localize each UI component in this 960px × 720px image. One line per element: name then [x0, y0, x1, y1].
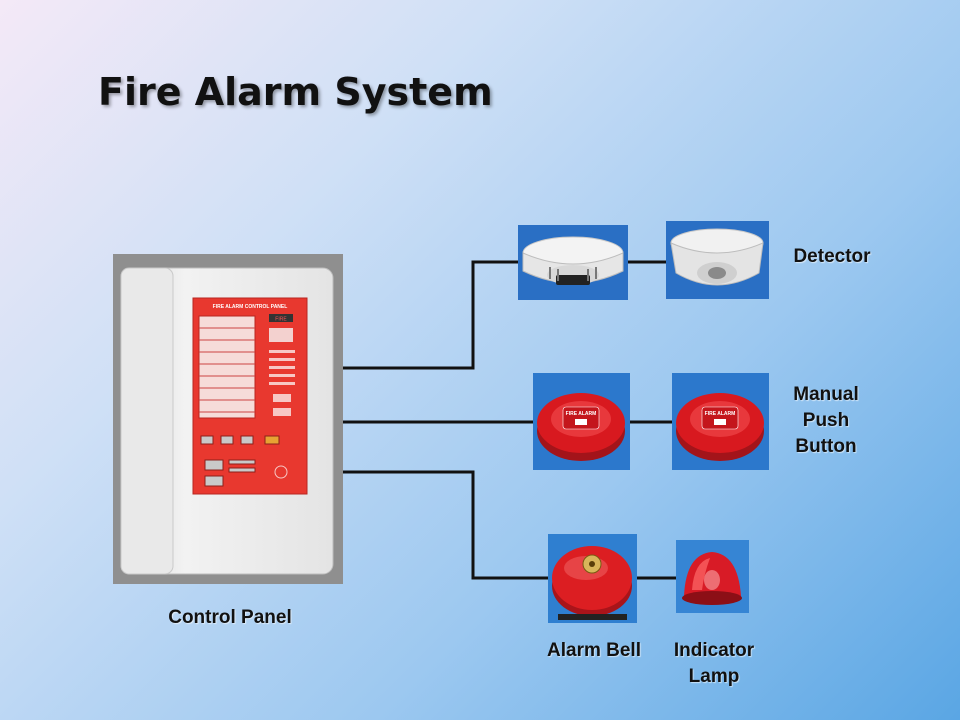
- detector-image-2: [666, 221, 769, 299]
- detector-label: Detector: [793, 246, 871, 267]
- panel-display: FIRE: [275, 317, 287, 323]
- label-line: Indicator: [673, 640, 755, 661]
- label-line: Manual: [793, 384, 859, 405]
- manual-push-button-label: Manual Push Button: [776, 382, 876, 460]
- panel-heading: FIRE ALARM CONTROL PANEL: [213, 304, 288, 310]
- page-title: Fire Alarm System: [98, 70, 493, 114]
- indicator-lamp-image: [676, 540, 749, 613]
- push-button-image-2: FIRE ALARM: [672, 373, 769, 470]
- zone-indicators: [198, 315, 256, 419]
- control-panel-label: Control Panel: [168, 607, 292, 628]
- control-panel-image: FIRE ALARM CONTROL PANEL FIRE: [113, 254, 343, 584]
- alarm-bell-label: Alarm Bell: [547, 640, 641, 661]
- label-line: Push: [802, 410, 850, 431]
- label-line: Button: [795, 436, 857, 457]
- push-button-text-2: FIRE ALARM: [705, 411, 736, 417]
- detector-wire: [343, 260, 518, 370]
- bell-wire: [343, 470, 548, 580]
- detector-image-1: [518, 225, 628, 300]
- push-button-image-1: FIRE ALARM: [533, 373, 630, 470]
- indicator-lamp-label: Indicator Lamp: [660, 638, 768, 690]
- alarm-bell-image: [548, 534, 637, 623]
- label-line: Lamp: [688, 666, 740, 687]
- push-button-text-1: FIRE ALARM: [566, 411, 597, 417]
